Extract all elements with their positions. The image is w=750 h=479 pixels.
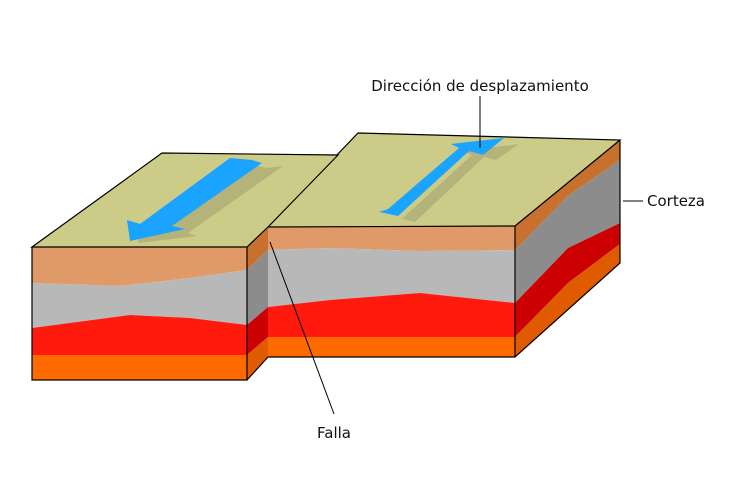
right-block-side-face xyxy=(515,140,620,357)
crust-label-group: Corteza xyxy=(623,192,705,210)
fault-label-group: Falla xyxy=(269,241,351,442)
displacement-arrow-left xyxy=(127,158,283,243)
left-block-front-face xyxy=(32,247,247,380)
displacement-arrow-right xyxy=(379,138,519,222)
crust-label: Corteza xyxy=(647,192,705,210)
fault-leader-line xyxy=(269,241,335,415)
left-block-outline xyxy=(30,152,340,381)
right-block-front-face xyxy=(268,226,515,357)
right-block-top-face xyxy=(268,133,620,227)
left-block-fault-face xyxy=(247,227,268,380)
fault-label: Falla xyxy=(317,424,351,442)
direction-label: Dirección de desplazamiento xyxy=(371,77,589,95)
direction-label-group: Dirección de desplazamiento xyxy=(371,77,589,148)
